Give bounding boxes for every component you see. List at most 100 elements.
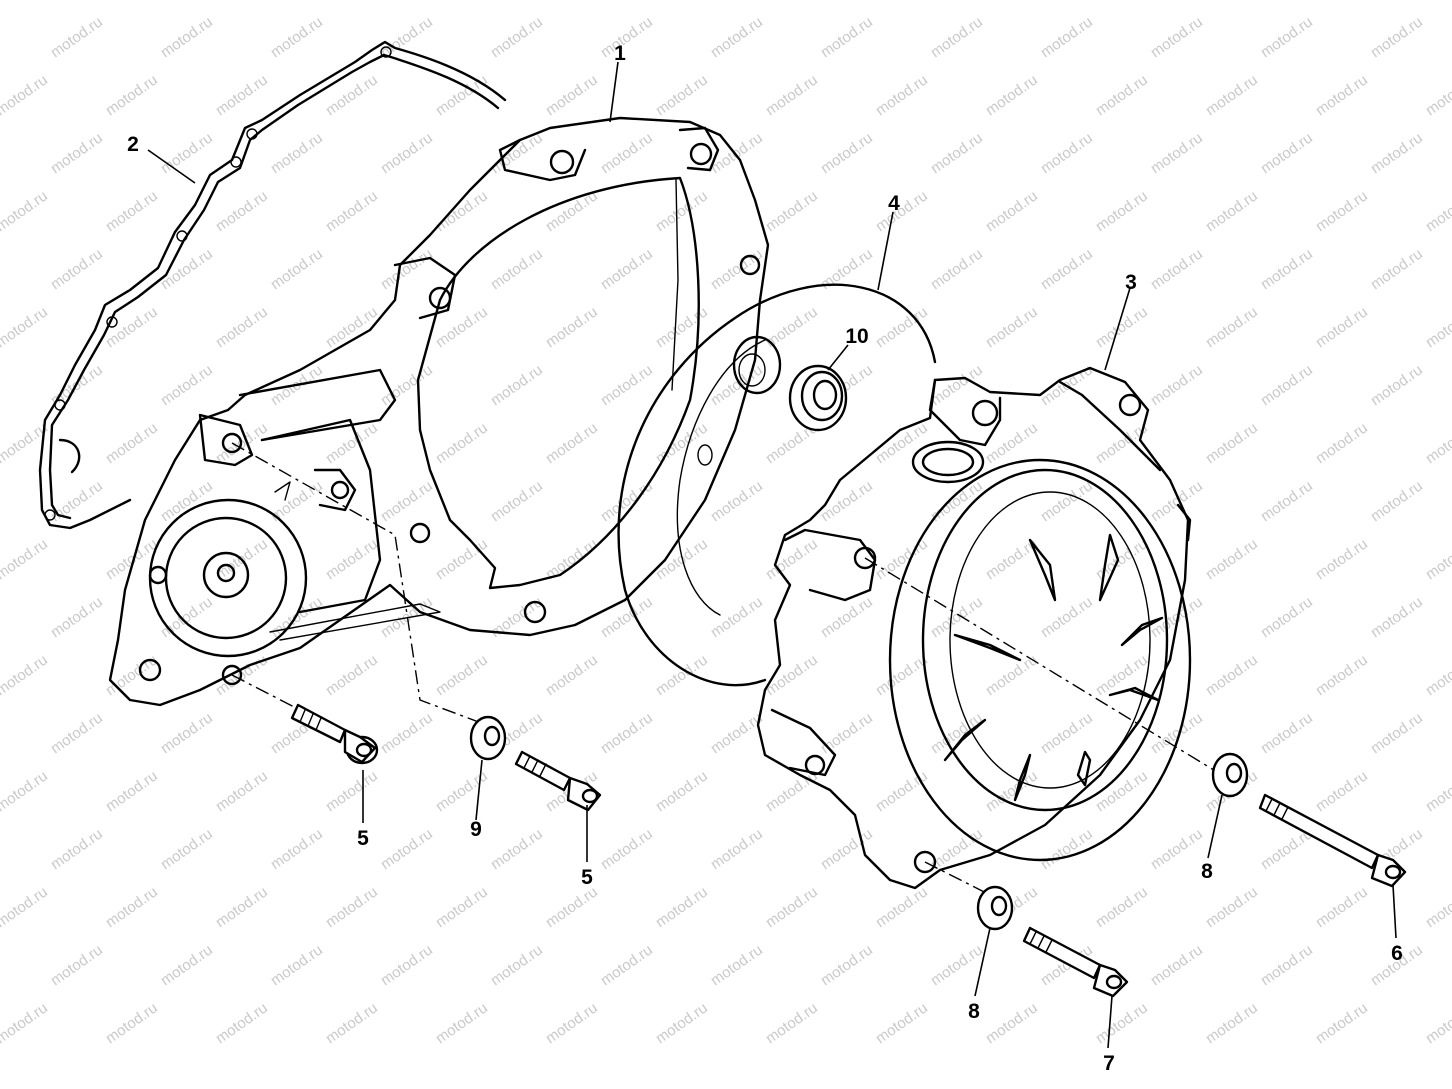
watermark-text: motod.ru [543, 883, 601, 931]
watermark-text: motod.ru [1203, 187, 1261, 235]
callout-9: 9 [470, 818, 482, 841]
watermark-text: motod.ru [433, 419, 491, 467]
watermark-text: motod.ru [1313, 535, 1371, 583]
watermark-text: motod.ru [983, 71, 1041, 119]
watermark-text: motod.ru [268, 129, 326, 177]
watermark-text: motod.ru [1093, 0, 1151, 3]
watermark-text: motod.ru [1093, 999, 1151, 1047]
watermark-text: motod.ru [873, 883, 931, 931]
watermark-text: motod.ru [323, 535, 381, 583]
watermark-text: motod.ru [763, 651, 821, 699]
watermark-text: motod.ru [433, 651, 491, 699]
watermark-text: motod.ru [1313, 187, 1371, 235]
watermark-text: motod.ru [708, 593, 766, 641]
watermark-text: motod.ru [598, 825, 656, 873]
watermark-text: motod.ru [1368, 709, 1426, 757]
watermark-text: motod.ru [433, 999, 491, 1047]
watermark-text: motod.ru [0, 767, 51, 815]
watermark-text: motod.ru [213, 883, 271, 931]
washer-part-9 [469, 715, 507, 761]
watermark-text: motod.ru [1368, 477, 1426, 525]
watermark-text: motod.ru [48, 477, 106, 525]
watermark-text: motod.ru [598, 941, 656, 989]
watermark-text: motod.ru [488, 477, 546, 525]
watermark-text: motod.ru [433, 535, 491, 583]
watermark-text: motod.ru [983, 303, 1041, 351]
watermark-text: motod.ru [0, 999, 51, 1047]
watermark-text: motod.ru [763, 0, 821, 3]
watermark-text: motod.ru [1423, 71, 1452, 119]
watermark-text: motod.ru [433, 883, 491, 931]
watermark-text: motod.ru [873, 999, 931, 1047]
watermark-text: motod.ru [708, 941, 766, 989]
watermark-text: motod.ru [433, 187, 491, 235]
watermark-text: motod.ru [1423, 419, 1452, 467]
watermark-text: motod.ru [1038, 13, 1096, 61]
watermark-text: motod.ru [48, 941, 106, 989]
watermark-text: motod.ru [488, 825, 546, 873]
watermark-text: motod.ru [1148, 361, 1206, 409]
watermark-text: motod.ru [1258, 245, 1316, 293]
watermark-text: motod.ru [818, 941, 876, 989]
watermark-text: motod.ru [653, 187, 711, 235]
watermark-text: motod.ru [488, 361, 546, 409]
watermark-text: motod.ru [1203, 883, 1261, 931]
watermark-text: motod.ru [1148, 709, 1206, 757]
watermark-text: motod.ru [1203, 71, 1261, 119]
watermark-text: motod.ru [213, 71, 271, 119]
watermark-text: motod.ru [1093, 303, 1151, 351]
watermark-text: motod.ru [103, 883, 161, 931]
watermark-text: motod.ru [488, 245, 546, 293]
callout-5-left: 5 [357, 827, 369, 850]
watermark-text: motod.ru [378, 941, 436, 989]
watermark-text: motod.ru [213, 767, 271, 815]
watermark-text: motod.ru [598, 245, 656, 293]
watermark-text: motod.ru [653, 883, 711, 931]
watermark-text: motod.ru [378, 709, 436, 757]
watermark-text: motod.ru [818, 129, 876, 177]
watermark-text: motod.ru [708, 13, 766, 61]
watermark-text: motod.ru [983, 999, 1041, 1047]
watermark-text: motod.ru [1203, 419, 1261, 467]
cover-part-3 [756, 366, 1192, 890]
watermark-text: motod.ru [1423, 651, 1452, 699]
watermark-text: motod.ru [653, 999, 711, 1047]
watermark-text: motod.ru [323, 0, 381, 3]
watermark-text: motod.ru [543, 187, 601, 235]
watermark-text: motod.ru [598, 709, 656, 757]
watermark-text: motod.ru [1368, 245, 1426, 293]
callout-5-right: 5 [581, 866, 593, 889]
watermark-text: motod.ru [103, 999, 161, 1047]
watermark-text: motod.ru [213, 999, 271, 1047]
o-ring-part-4 [617, 283, 937, 687]
watermark-text: motod.ru [763, 71, 821, 119]
callout-4: 4 [888, 192, 900, 215]
watermark-text: motod.ru [1093, 535, 1151, 583]
watermark-text: motod.ru [543, 999, 601, 1047]
callout-8-lower: 8 [968, 1000, 980, 1023]
watermark-text: motod.ru [873, 71, 931, 119]
watermark-layer: motod.ru motod.ru motod.ru motod.ru motod.ru… [0, 0, 1452, 1047]
watermark-text: motod.ru [1148, 477, 1206, 525]
washer-part-8-lower [976, 885, 1014, 931]
watermark-text: motod.ru [1038, 245, 1096, 293]
watermark-text: motod.ru [378, 361, 436, 409]
watermark-text: motod.ru [653, 71, 711, 119]
leader-lines [147, 61, 1397, 1049]
watermark-text: motod.ru [0, 651, 51, 699]
watermark-text: motod.ru [48, 593, 106, 641]
watermark-text: motod.ru [598, 13, 656, 61]
callout-3: 3 [1125, 271, 1137, 294]
watermark-text: motod.ru [103, 71, 161, 119]
watermark-text: motod.ru [323, 187, 381, 235]
watermark-text: motod.ru [0, 0, 51, 3]
watermark-text: motod.ru [1258, 129, 1316, 177]
watermark-text: motod.ru [48, 825, 106, 873]
watermark-text: motod.ru [1423, 303, 1452, 351]
watermark-text: motod.ru [1203, 999, 1261, 1047]
watermark-text: motod.ru [268, 825, 326, 873]
watermark-text: motod.ru [763, 883, 821, 931]
watermark-text: motod.ru [1038, 477, 1096, 525]
watermark-text: motod.ru [1038, 129, 1096, 177]
